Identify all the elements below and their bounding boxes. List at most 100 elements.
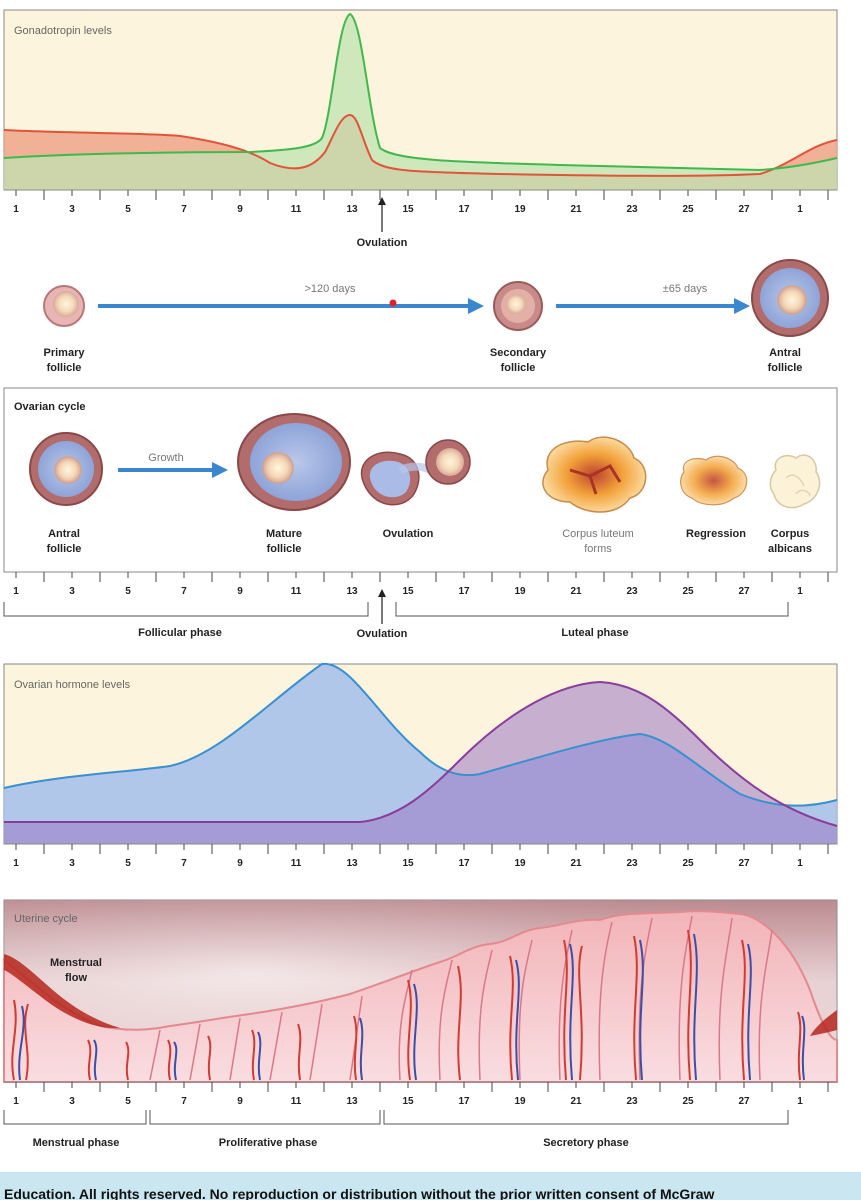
- day-tick-label: 21: [570, 858, 582, 869]
- day-tick-label: 21: [570, 1096, 582, 1107]
- endometrium: [3, 910, 838, 1083]
- day-tick-label: 11: [291, 586, 302, 597]
- day-tick-label: 11: [291, 1096, 302, 1107]
- day-tick-label: 23: [626, 204, 638, 215]
- day-tick-label: 1: [13, 1096, 19, 1107]
- day-tick-label: 25: [682, 586, 694, 597]
- menstrual-flow-label-1: Menstrual: [50, 957, 102, 969]
- day-tick-label: 17: [458, 1096, 470, 1107]
- follicular-phase-bracket: [3, 602, 369, 617]
- day-tick-label: 1: [13, 858, 19, 869]
- day-tick-label: 9: [237, 1096, 243, 1107]
- luteal-phase-label: Luteal phase: [561, 627, 628, 639]
- day-tick-label: 19: [514, 204, 526, 215]
- arrow-120-days-head: [468, 298, 484, 314]
- lh-curve: [3, 12, 838, 172]
- day-tick-label: 9: [237, 586, 243, 597]
- day-tick-label: 3: [69, 586, 75, 597]
- day-tick-label: 23: [626, 1096, 638, 1107]
- mature-follicle-label-1: Mature: [266, 528, 302, 540]
- follicle-development-row: Primary follicle >120 days Secondary fol…: [43, 259, 829, 374]
- growth-label: Growth: [148, 452, 183, 464]
- day-tick-label: 1: [13, 204, 19, 215]
- day-tick-label: 9: [237, 204, 243, 215]
- mature-follicle-label-2: follicle: [267, 543, 302, 555]
- corpus-albicans-label-2: albicans: [768, 543, 812, 555]
- menstrual-flow-label-2: flow: [65, 972, 87, 984]
- day-tick-label: 23: [626, 586, 638, 597]
- ovulation-arrowhead-1: [378, 197, 386, 205]
- day-tick-label: 7: [181, 586, 187, 597]
- day-tick-label: 21: [570, 204, 582, 215]
- mature-follicle: [237, 413, 351, 511]
- day-tick-label: 13: [346, 204, 358, 215]
- day-tick-label: 25: [682, 1096, 694, 1107]
- day-tick-label: 5: [125, 858, 131, 869]
- day-tick-label: 5: [125, 1096, 131, 1107]
- day-tick-label: 15: [402, 204, 414, 215]
- day-tick-label: 13: [346, 1096, 358, 1107]
- day-tick-label: 7: [181, 1096, 187, 1107]
- menstrual-phase-label: Menstrual phase: [33, 1137, 120, 1149]
- day-tick-label: 1: [797, 586, 803, 597]
- day-tick-label: 15: [402, 586, 414, 597]
- day-tick-label: 15: [402, 1096, 414, 1107]
- day-tick-label: 17: [458, 586, 470, 597]
- arrow-65-days-label: ±65 days: [663, 283, 708, 295]
- cycle-antral-label-1: Antral: [48, 528, 80, 540]
- proliferative-phase-label: Proliferative phase: [219, 1137, 317, 1149]
- day-tick-label: 1: [797, 858, 803, 869]
- day-tick-label: 1: [13, 586, 19, 597]
- progesterone-area: [4, 682, 837, 844]
- growth-arrow-head: [212, 462, 228, 478]
- day-tick-label: 25: [682, 858, 694, 869]
- day-tick-label: 27: [738, 204, 750, 215]
- follicular-phase-label: Follicular phase: [138, 627, 222, 639]
- day-tick-label: 9: [237, 858, 243, 869]
- ovulation-label-2: Ovulation: [357, 628, 408, 640]
- corpus-luteum-label-2: forms: [584, 543, 612, 555]
- antral-follicle-top: [751, 259, 829, 337]
- ovarian-cycle-title: Ovarian cycle: [14, 401, 86, 413]
- day-tick-label: 27: [738, 858, 750, 869]
- day-tick-label: 27: [738, 586, 750, 597]
- primary-follicle-label-1: Primary: [44, 347, 86, 359]
- copyright-text: Education. All rights reserved. No repro…: [4, 1186, 715, 1200]
- day-tick-label: 7: [181, 858, 187, 869]
- red-dot: [389, 299, 397, 307]
- luteal-phase-bracket: [395, 602, 789, 617]
- arrow-65-days-head: [734, 298, 750, 314]
- day-tick-label: 21: [570, 586, 582, 597]
- day-tick-label: 19: [514, 586, 526, 597]
- uterine-title: Uterine cycle: [14, 913, 78, 925]
- copyright-footer: Education. All rights reserved. No repro…: [0, 1172, 861, 1200]
- day-tick-label: 13: [346, 586, 358, 597]
- secondary-follicle-label-1: Secondary: [490, 347, 547, 359]
- arrow-120-days-label: >120 days: [304, 283, 356, 295]
- day-tick-label: 11: [291, 858, 302, 869]
- secondary-follicle-label-2: follicle: [501, 362, 536, 374]
- day-tick-label: 23: [626, 858, 638, 869]
- cycle-ovulation-label: Ovulation: [383, 528, 434, 540]
- antral-follicle-cycle: [29, 432, 103, 506]
- regression-label: Regression: [686, 528, 746, 540]
- day-tick-label: 5: [125, 586, 131, 597]
- day-tick-label: 19: [514, 1096, 526, 1107]
- cycle-antral-label-2: follicle: [47, 543, 82, 555]
- day-tick-label: 5: [125, 204, 131, 215]
- hormone-title: Ovarian hormone levels: [14, 679, 131, 691]
- ovulation-label-1: Ovulation: [357, 237, 408, 249]
- day-tick-label: 11: [291, 204, 302, 215]
- secretory-phase-bracket: [383, 1110, 789, 1125]
- day-tick-label: 7: [181, 204, 187, 215]
- ovulating-follicle: [360, 439, 471, 506]
- day-tick-label: 25: [682, 204, 694, 215]
- day-tick-label: 3: [69, 1096, 75, 1107]
